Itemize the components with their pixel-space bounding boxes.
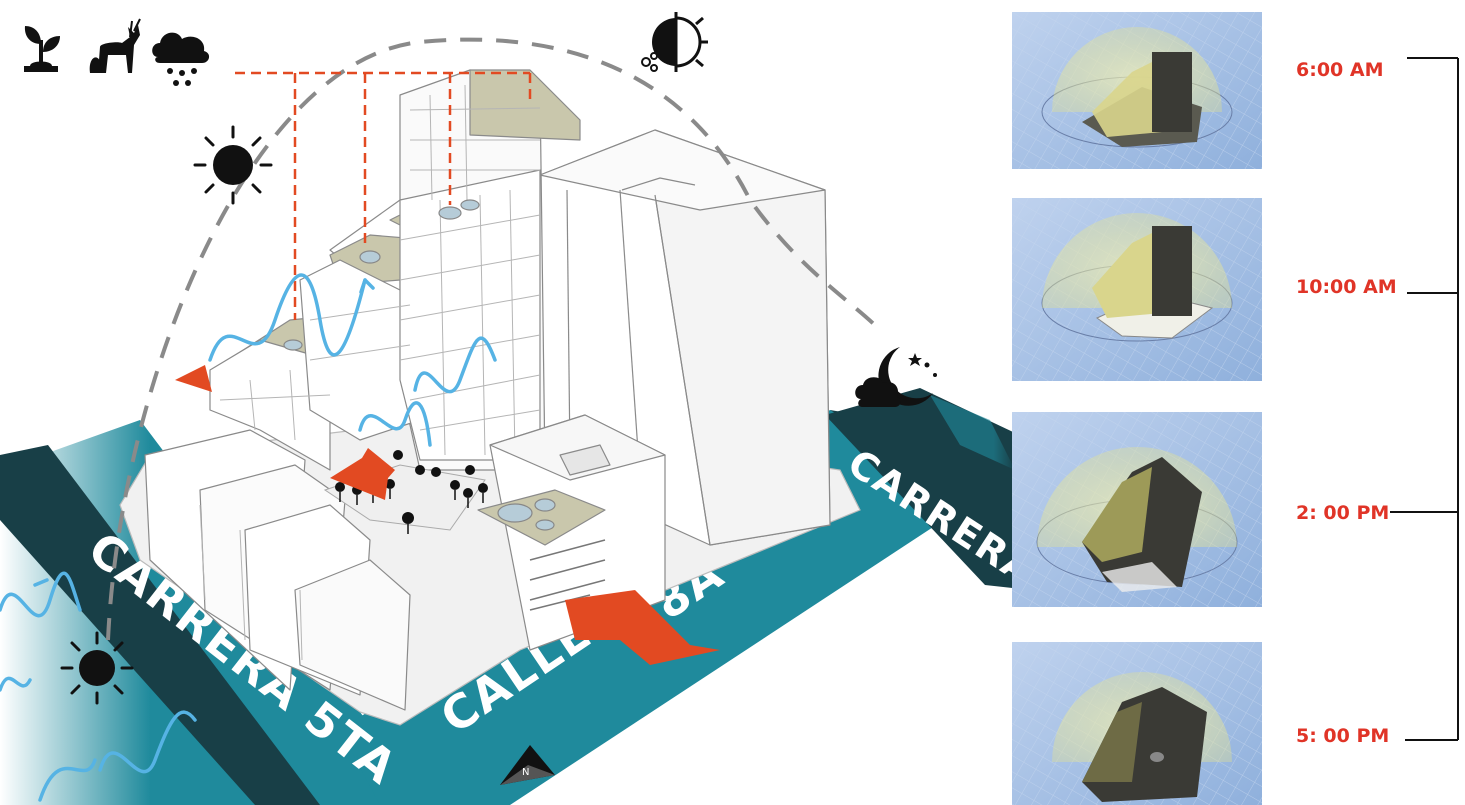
sun-path-arc: [106, 37, 882, 641]
sun-icon: [193, 125, 273, 205]
plant-icon: [24, 26, 60, 72]
sun-study-panel-1: [1012, 12, 1262, 169]
rain-cloud-icon: [152, 32, 210, 86]
sun-icon: [60, 631, 134, 705]
airflow-arrow-courtyard: [330, 448, 395, 500]
airflow-arrow-left: [175, 365, 212, 392]
sun-study-panel-2: [1012, 198, 1262, 381]
deer-icon: [89, 18, 141, 73]
road-carrera-7ma-fade: [930, 395, 1015, 470]
airflow-arrow-main: [565, 570, 720, 665]
time-label-5pm: 5: 00 PM: [1296, 725, 1389, 747]
moon-cloud-icon: [855, 347, 937, 407]
building-complex: [144, 69, 831, 711]
time-label-6am: 6:00 AM: [1296, 59, 1384, 81]
wind-flows: [0, 273, 497, 802]
time-label-2pm: 2: 00 PM: [1296, 502, 1389, 524]
timeline-bracket: [1390, 57, 1459, 741]
time-label-10am: 10:00 AM: [1296, 276, 1397, 298]
compass-north-label: N: [522, 767, 529, 778]
sun-study-panel-4: [1012, 642, 1262, 805]
sun-study-panel-3: [1012, 412, 1262, 607]
compass-icon: N: [500, 745, 555, 785]
road-network: [0, 388, 1030, 805]
day-night-icon: [641, 12, 708, 72]
sunlight-rays: [235, 71, 532, 320]
road-carrera-5ta-dark-band: [0, 445, 320, 805]
